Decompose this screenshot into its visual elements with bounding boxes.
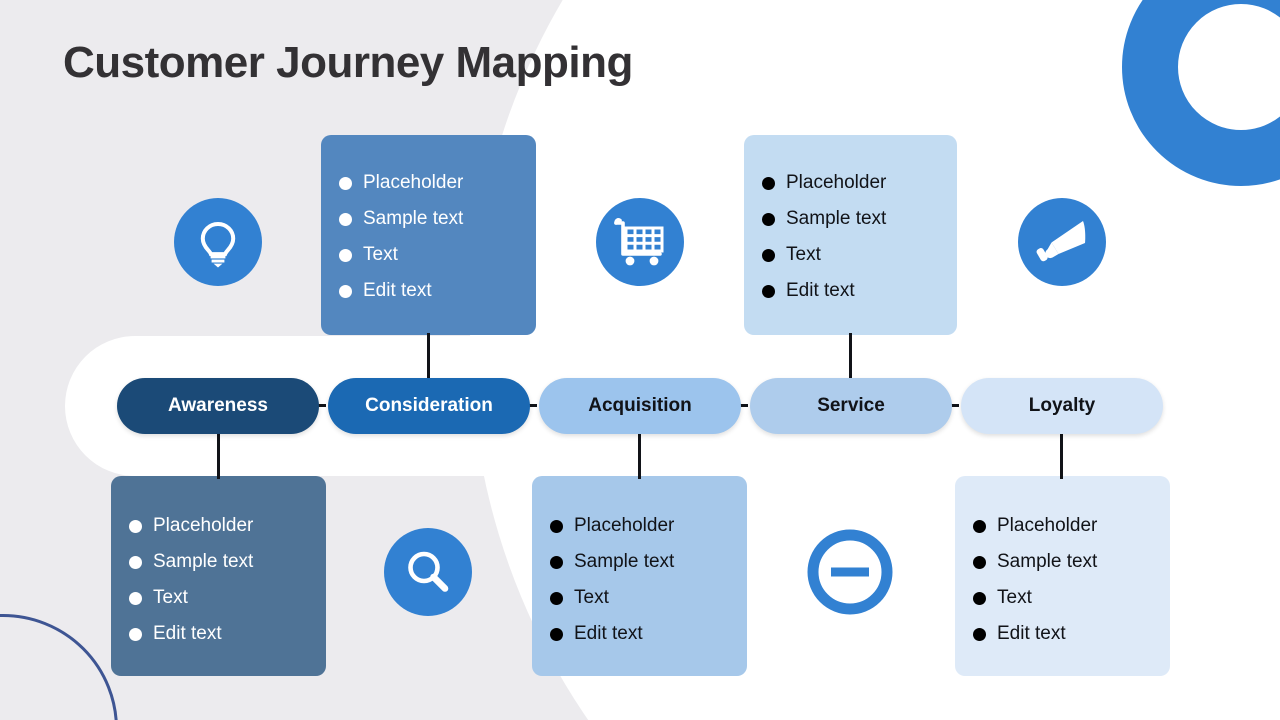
list-item-label: Sample text: [153, 551, 254, 572]
connector-service: [849, 333, 852, 381]
bullet-icon: [973, 591, 986, 605]
pill-link-1: [312, 404, 326, 407]
list-item-label: Sample text: [786, 208, 887, 229]
bullet-icon: [550, 591, 563, 605]
minus-circle-icon: [806, 528, 894, 616]
lightbulb-icon: [174, 198, 262, 286]
connector-consideration: [427, 333, 430, 381]
stage-pill-label: Service: [817, 395, 885, 416]
list-item: Text: [339, 237, 536, 273]
list-item-label: Text: [363, 244, 398, 265]
bullet-icon: [973, 555, 986, 569]
list-item: Placeholder: [762, 165, 957, 201]
list-item-label: Placeholder: [997, 515, 1098, 536]
list-item: Placeholder: [339, 165, 536, 201]
list-item: Edit text: [762, 273, 957, 309]
bullet-icon: [339, 212, 352, 226]
list-item-label: Placeholder: [574, 515, 675, 536]
list-item: Text: [762, 237, 957, 273]
list-item: Text: [973, 580, 1170, 616]
list-item: Placeholder: [550, 508, 747, 544]
list-item: Sample text: [339, 201, 536, 237]
list-item: Edit text: [339, 273, 536, 309]
list-item-label: Placeholder: [363, 172, 464, 193]
stage-pill-loyalty[interactable]: Loyalty: [961, 378, 1163, 434]
magnifier-icon: [384, 528, 472, 616]
list-item-label: Placeholder: [786, 172, 887, 193]
bullet-icon: [550, 555, 563, 569]
bullet-icon: [762, 212, 775, 226]
list-item: Placeholder: [129, 508, 326, 544]
bullet-icon: [339, 284, 352, 298]
detail-card-acquisition[interactable]: Placeholder Sample text Text Edit text: [532, 476, 747, 676]
stage-pill-awareness[interactable]: Awareness: [117, 378, 319, 434]
bullet-icon: [762, 176, 775, 190]
detail-card-consideration[interactable]: Placeholder Sample text Text Edit text: [321, 135, 536, 335]
stage-pill-label: Acquisition: [588, 395, 692, 416]
detail-card-awareness[interactable]: Placeholder Sample text Text Edit text: [111, 476, 326, 676]
list-item: Placeholder: [973, 508, 1170, 544]
stage-pill-acquisition[interactable]: Acquisition: [539, 378, 741, 434]
list-item-label: Text: [574, 587, 609, 608]
bullet-icon: [973, 627, 986, 641]
bullet-icon: [973, 519, 986, 533]
list-item-label: Edit text: [574, 623, 643, 644]
list-item: Text: [550, 580, 747, 616]
connector-loyalty: [1060, 433, 1063, 479]
stage-pill-label: Loyalty: [1028, 395, 1096, 416]
list-item: Sample text: [129, 544, 326, 580]
bullet-icon: [129, 591, 142, 605]
stage-pill-label: Consideration: [365, 395, 493, 416]
bullet-icon: [129, 519, 142, 533]
list-item-label: Edit text: [363, 280, 432, 301]
connector-awareness: [217, 433, 220, 479]
bullet-icon: [550, 519, 563, 533]
list-item: Text: [129, 580, 326, 616]
list-item-label: Text: [153, 587, 188, 608]
list-item-label: Edit text: [997, 623, 1066, 644]
list-item: Sample text: [550, 544, 747, 580]
bullet-icon: [129, 555, 142, 569]
list-item-label: Edit text: [153, 623, 222, 644]
detail-card-service[interactable]: Placeholder Sample text Text Edit text: [744, 135, 957, 335]
bullet-icon: [339, 248, 352, 262]
shopping-cart-icon: [596, 198, 684, 286]
bullet-icon: [762, 284, 775, 298]
list-item-label: Edit text: [786, 280, 855, 301]
bullet-icon: [550, 627, 563, 641]
list-item: Sample text: [973, 544, 1170, 580]
list-item-label: Text: [997, 587, 1032, 608]
list-item-label: Sample text: [363, 208, 464, 229]
list-item: Edit text: [550, 616, 747, 652]
stage-pill-consideration[interactable]: Consideration: [328, 378, 530, 434]
stage-pill-label: Awareness: [168, 395, 268, 416]
stage-pill-service[interactable]: Service: [750, 378, 952, 434]
page-title: Customer Journey Mapping: [63, 38, 633, 87]
connector-acquisition: [638, 433, 641, 479]
list-item-label: Text: [786, 244, 821, 265]
pill-link-4: [945, 404, 959, 407]
pill-link-3: [734, 404, 748, 407]
list-item-label: Sample text: [997, 551, 1098, 572]
megaphone-icon: [1018, 198, 1106, 286]
bullet-icon: [339, 176, 352, 190]
bullet-icon: [129, 627, 142, 641]
detail-card-loyalty[interactable]: Placeholder Sample text Text Edit text: [955, 476, 1170, 676]
list-item: Sample text: [762, 201, 957, 237]
background-thin-arc-decor: [0, 614, 118, 720]
bullet-icon: [762, 248, 775, 262]
list-item-label: Sample text: [574, 551, 675, 572]
list-item: Edit text: [129, 616, 326, 652]
list-item: Edit text: [973, 616, 1170, 652]
pill-link-2: [523, 404, 537, 407]
list-item-label: Placeholder: [153, 515, 254, 536]
